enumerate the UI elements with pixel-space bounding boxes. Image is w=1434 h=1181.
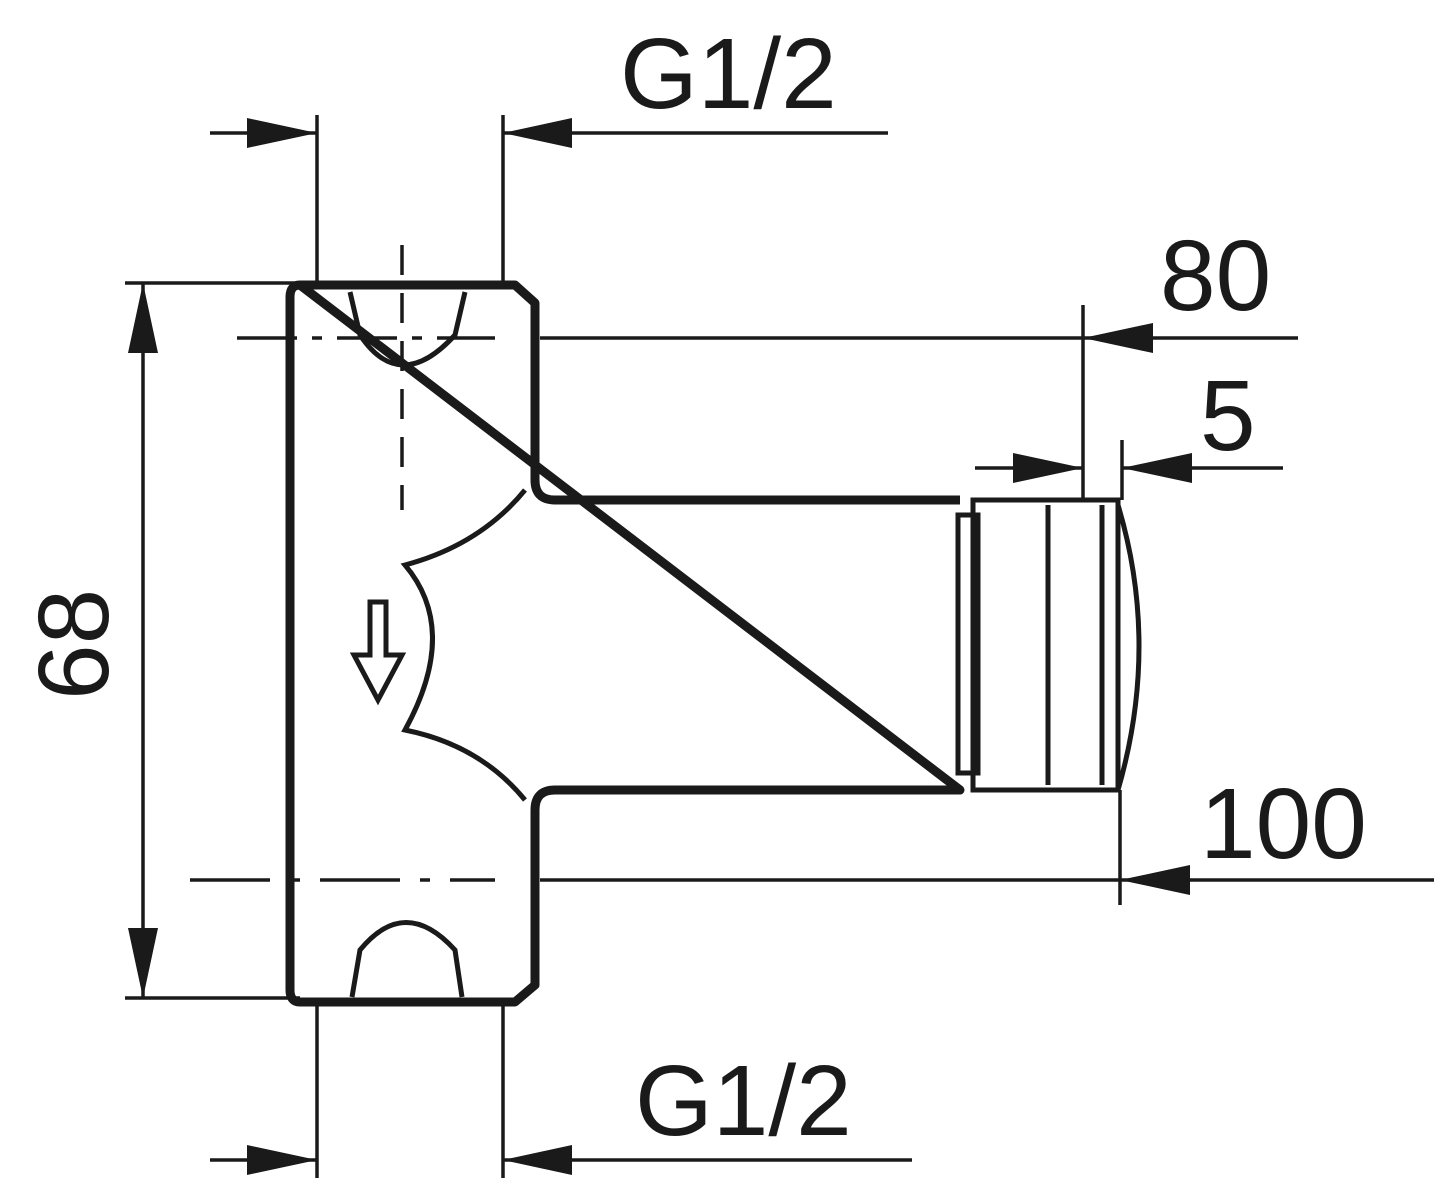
valve-body	[285, 280, 1142, 1007]
bottom-port-recess	[349, 920, 465, 998]
dimension-80: 80	[540, 220, 1298, 500]
dimension-5: 5	[975, 360, 1283, 500]
outlet-curve	[400, 488, 527, 802]
flow-arrow-icon	[349, 599, 407, 706]
top-port-recess	[347, 291, 468, 368]
dimension-height: 68	[18, 281, 300, 1000]
height-label: 68	[18, 589, 130, 700]
center-lines	[190, 245, 495, 882]
top-thread-label: G1/2	[620, 18, 837, 130]
dimension-100: 100	[540, 768, 1434, 905]
dimension-bottom-thread: G1/2	[210, 1002, 912, 1178]
body-outline	[285, 280, 965, 1007]
dimension-top-thread: G1/2	[210, 18, 888, 285]
bottom-thread-label: G1/2	[635, 1045, 852, 1157]
depth-80-label: 80	[1160, 220, 1271, 332]
outlet-ring	[955, 497, 1142, 793]
depth-100-label: 100	[1200, 768, 1367, 880]
ring-5-label: 5	[1200, 360, 1256, 472]
